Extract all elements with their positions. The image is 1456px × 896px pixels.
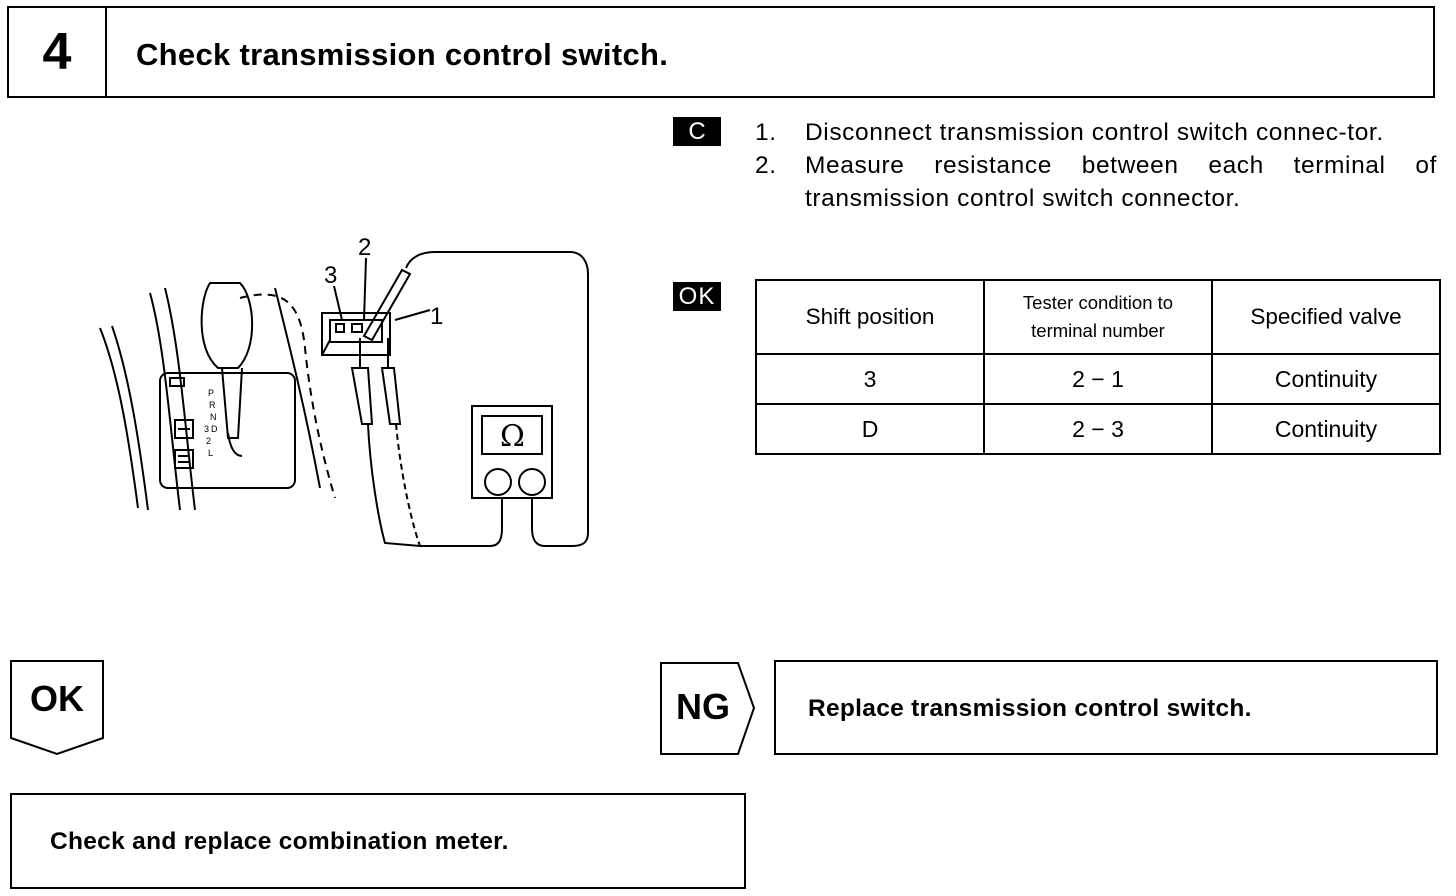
- step-title: Check transmission control switch.: [136, 37, 669, 72]
- spec-table: Shift position Tester condition to termi…: [755, 279, 1441, 455]
- ng-action-box: Replace transmission control switch.: [774, 660, 1438, 755]
- column-header: Tester condition to terminal number: [983, 279, 1213, 355]
- condition-badge: C: [673, 117, 721, 146]
- instruction-item: 2. Measure resistance between each termi…: [755, 149, 1437, 215]
- shift-letter-3: 3: [204, 424, 209, 434]
- instruction-text: Disconnect transmission control switch c…: [805, 119, 1384, 146]
- table-header-row: Shift position Tester condition to termi…: [755, 279, 1441, 355]
- instruction-text: Measure resistance between each terminal…: [805, 152, 1437, 212]
- column-header: Specified valve: [1211, 279, 1441, 355]
- ok-badge: OK: [673, 282, 721, 311]
- ng-tag-shape: [660, 662, 756, 755]
- table-cell: 2 − 3: [983, 403, 1213, 455]
- column-header: Shift position: [755, 279, 985, 355]
- table-cell: 2 − 1: [983, 353, 1213, 405]
- table-row: D 2 − 3 Continuity: [755, 403, 1441, 455]
- shift-letter-p: P: [208, 388, 214, 398]
- shift-letter-2: 2: [206, 436, 211, 446]
- ok-action-box: Check and replace combination meter.: [10, 793, 746, 889]
- table-cell: 3: [755, 353, 985, 405]
- shift-letter-d: D: [211, 424, 218, 434]
- instruction-item: 1. Disconnect transmission control switc…: [755, 116, 1437, 149]
- switch-test-diagram: 3 2 1 Ω P R N D 3 2 L: [99, 234, 589, 547]
- instruction-number: 2.: [755, 152, 777, 179]
- shift-letter-l: L: [208, 448, 213, 458]
- terminal-label-1: 1: [430, 303, 443, 330]
- terminal-label-2: 2: [358, 234, 371, 261]
- ng-result-tag: NG: [660, 662, 756, 756]
- ok-result-label: OK: [30, 678, 84, 719]
- ok-result-tag: OK: [10, 660, 106, 758]
- step-header: 4 Check transmission control switch.: [7, 6, 1435, 98]
- ohm-symbol: Ω: [500, 419, 525, 454]
- step-number: 4: [9, 8, 107, 96]
- table-row: 3 2 − 1 Continuity: [755, 353, 1441, 405]
- table-cell: Continuity: [1211, 403, 1441, 455]
- column-header-text: Tester condition to terminal number: [1022, 292, 1174, 341]
- shift-letter-n: N: [210, 412, 217, 422]
- terminal-label-3: 3: [324, 262, 337, 289]
- ok-tag-shape: [10, 660, 104, 756]
- instruction-list: 1. Disconnect transmission control switc…: [755, 116, 1437, 215]
- instruction-number: 1.: [755, 119, 777, 146]
- shift-letter-r: R: [209, 400, 216, 410]
- ng-result-label: NG: [676, 686, 730, 727]
- table-cell: Continuity: [1211, 353, 1441, 405]
- table-cell: D: [755, 403, 985, 455]
